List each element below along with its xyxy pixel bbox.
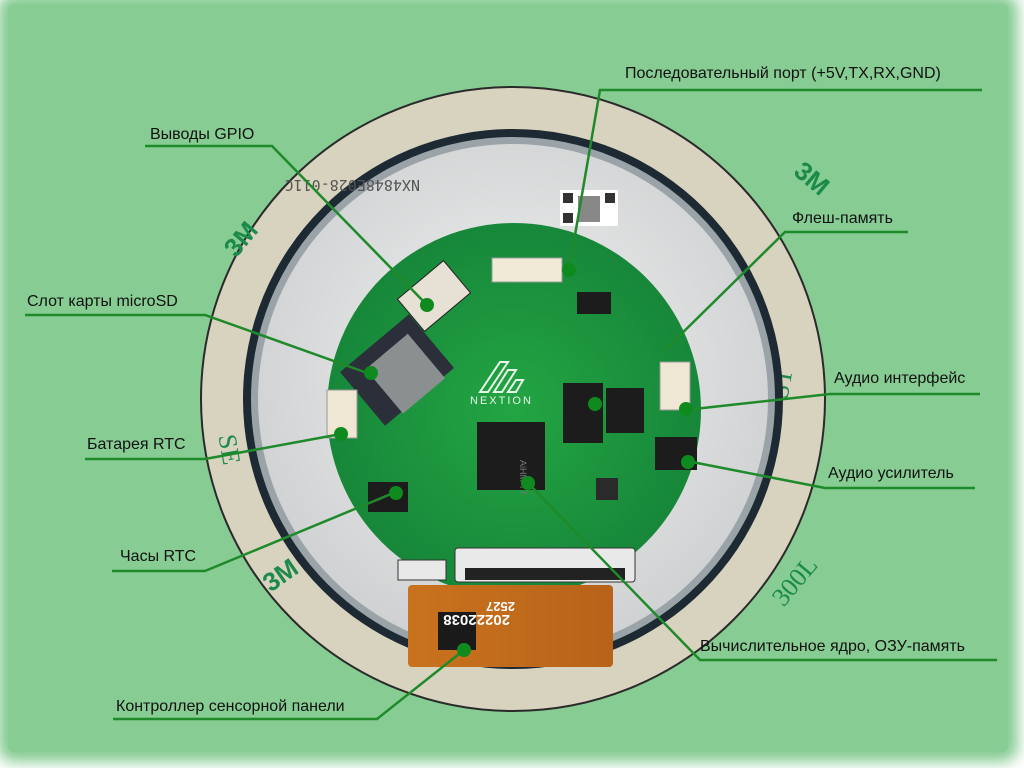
label-flash: Флеш-память (792, 210, 893, 227)
marker-rtc-battery (334, 427, 348, 441)
leader-gpio (145, 144, 428, 306)
touch-controller-chip (438, 612, 476, 650)
marker-flash (588, 397, 602, 411)
leader-serial-port (567, 88, 982, 271)
label-gpio: Выводы GPIO (150, 126, 255, 143)
marker-microsd (364, 366, 378, 380)
gpio-connector (396, 259, 472, 333)
leader-lines (25, 88, 997, 721)
qr-code (560, 190, 618, 226)
model-print: NX4848E028-011C (285, 176, 420, 194)
marker-audio-amp (681, 455, 695, 469)
label-serial-port: Последовательный порт (+5V,TX,RX,GND) (625, 65, 941, 82)
leader-microsd (25, 313, 374, 377)
cpu-chip (477, 422, 545, 490)
leader-rtc-clock (112, 492, 392, 573)
fpc-print-2: 2527 (486, 599, 515, 614)
leader-cpu-ram (527, 482, 997, 662)
audio-codec-chip (606, 388, 644, 433)
serial-connector (491, 257, 563, 283)
cpu-print: AiHM T7 (518, 460, 528, 495)
marker-rtc-clock (389, 486, 403, 500)
marker-cpu-ram (521, 476, 535, 490)
label-cpu-ram: Вычислительное ядро, ОЗУ-память (700, 638, 965, 655)
svg-text:3M: 3M (788, 155, 835, 201)
fpc-print: 20222038 (443, 611, 510, 628)
rtc-chip (368, 482, 408, 512)
brand-text: NEXTION (470, 395, 533, 407)
leader-audio-amp (691, 460, 975, 490)
label-rtc-clock: Часы RTC (120, 548, 197, 565)
marker-audio-interface (679, 402, 693, 416)
touch-fpc: 20222038 2527 (408, 585, 613, 667)
nextion-logo: NEXTION (470, 361, 533, 407)
leader-audio-interface (684, 392, 980, 412)
markers (334, 263, 695, 657)
label-microsd: Слот карты microSD (27, 293, 178, 310)
marker-gpio (420, 298, 434, 312)
leader-touch-controller (113, 649, 465, 721)
leader-rtc-battery (85, 432, 342, 461)
svg-text:SE: SE (212, 432, 246, 467)
marker-touch-controller (457, 643, 471, 657)
label-audio-amp: Аудио усилитель (828, 465, 954, 482)
leader-flash (664, 230, 908, 351)
inductor (596, 478, 618, 500)
label-audio-interface: Аудио интерфейс (834, 370, 966, 387)
audio-connector (659, 361, 691, 411)
marker-serial-port (562, 263, 576, 277)
label-rtc-battery: Батарея RTC (87, 436, 186, 453)
label-touch-controller: Контроллер сенсорной панели (116, 698, 345, 715)
flash-chip (563, 383, 603, 443)
